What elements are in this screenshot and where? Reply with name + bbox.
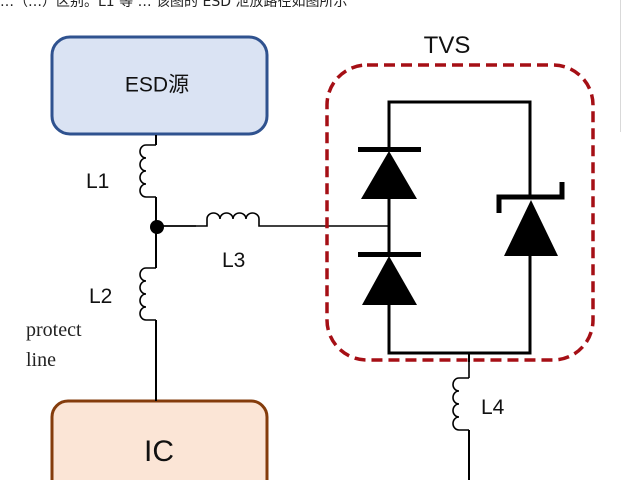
tvs-package: TVS <box>325 32 595 362</box>
tvs-diode-upper-left <box>358 147 421 199</box>
zener-cathode-bar <box>496 182 565 213</box>
esd-source-box <box>50 35 269 136</box>
tvs-top-rail <box>387 100 532 196</box>
tvs-label: TVS <box>424 32 471 59</box>
cropped-caption-text: …（…）区别。L1 等 … 该图的 ESD 泄放路径如图所示 <box>0 0 560 7</box>
ic-label: IC <box>144 435 174 468</box>
inductor-l4-coil <box>452 377 469 431</box>
tvs-bottom-rail <box>387 255 532 355</box>
inductor-l3-label: L3 <box>222 249 245 272</box>
junction-node <box>150 220 164 234</box>
tvs-internal-wiring <box>387 100 532 362</box>
esd-source-label: ESD源 <box>125 74 189 97</box>
ic-box <box>50 399 269 480</box>
diode-triangle-icon <box>362 256 417 305</box>
tvs-dashed-border <box>325 63 595 362</box>
diode-cathode-bar <box>358 252 421 257</box>
branch-wire <box>157 212 389 227</box>
protect-line-wire <box>139 135 157 401</box>
ground-path <box>452 362 470 480</box>
inductor-l2-label: L2 <box>89 285 112 308</box>
protect-line-label-line1: protect <box>26 319 82 341</box>
inductor-l1-label: L1 <box>86 170 109 193</box>
esd-source-block: ESD源 <box>50 35 269 136</box>
inductor-l3-coil <box>196 212 270 227</box>
inductor-l2-coil <box>139 267 156 321</box>
protect-line-label-line2: line <box>26 349 56 371</box>
inductor-l1-coil <box>139 144 156 198</box>
tvs-zener-diode-right <box>496 182 565 256</box>
diode-cathode-bar <box>358 147 421 152</box>
ic-block: IC <box>50 399 269 480</box>
inductor-l4-label: L4 <box>481 396 505 419</box>
page-edge-divider <box>620 0 621 132</box>
tvs-diode-lower-left <box>358 252 421 305</box>
diode-triangle-icon <box>361 151 417 199</box>
diode-triangle-icon <box>504 200 558 256</box>
